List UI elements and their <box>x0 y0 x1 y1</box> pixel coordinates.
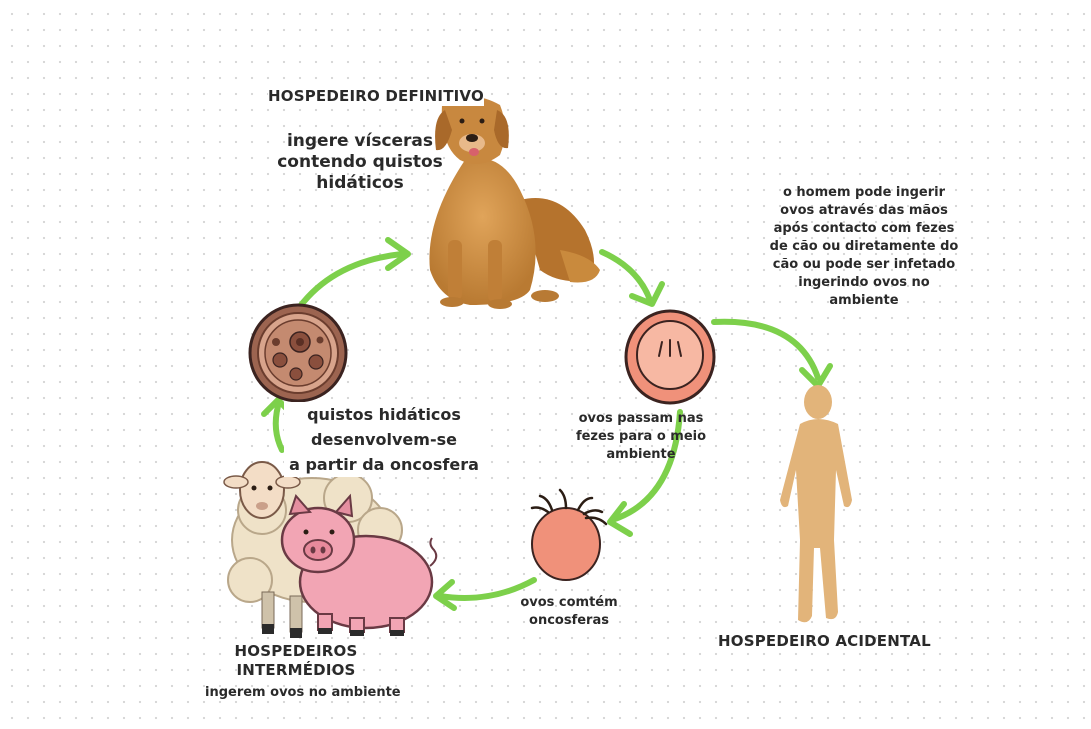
human-note-line-2: ovos através das mãos <box>750 202 978 220</box>
dog-illustration <box>429 97 600 310</box>
arrow-dog-to-egg <box>602 252 650 300</box>
ingest-viscera-line-2: contendo quistos <box>275 152 445 173</box>
oncosphere-egg-icon <box>532 490 606 580</box>
cysts-develop-text: quistos hidáticos desenvolvem-se a parti… <box>284 402 484 477</box>
eggs-feces-line-2: fezes para o meio <box>566 428 716 446</box>
human-note-line-1: o homem pode ingerir <box>750 184 978 202</box>
human-note-line-3: após contacto com fezes <box>750 220 978 238</box>
ingest-viscera-text: ingere vísceras contendo quistos hidátic… <box>275 131 445 194</box>
accidental-host-label: HOSPEDEIRO ACIDENTAL <box>718 632 931 651</box>
cysts-develop-line-2: desenvolvem-se <box>284 427 484 452</box>
eggs-oncospheres-line-1: ovos comtém <box>516 594 622 612</box>
definitive-host-label: HOSPEDEIRO DEFINITIVO <box>268 87 484 106</box>
human-note-line-7: ambiente <box>750 292 978 310</box>
human-note-line-5: cão ou pode ser infetado <box>750 256 978 274</box>
eggs-feces-line-1: ovos passam nas <box>566 410 716 428</box>
arrow-cyst-to-dog <box>296 254 402 312</box>
intermediate-hosts-line-2: INTERMÉDIOS <box>230 661 362 680</box>
egg-in-feces-icon <box>626 311 714 403</box>
eggs-oncospheres-text: ovos comtém oncosferas <box>516 594 622 630</box>
intermediate-note-text: ingerem ovos no ambiente <box>205 684 401 702</box>
ingest-viscera-line-3: hidáticos <box>275 173 445 194</box>
human-note-line-6: ingerindo ovos no <box>750 274 978 292</box>
cysts-develop-line-1: quistos hidáticos <box>284 402 484 427</box>
cysts-develop-line-3: a partir da oncosfera <box>284 452 484 477</box>
human-note-text: o homem pode ingerir ovos através das mã… <box>750 184 978 310</box>
eggs-feces-text: ovos passam nas fezes para o meio ambien… <box>566 410 716 464</box>
ingest-viscera-line-1: ingere vísceras <box>275 131 445 152</box>
eggs-oncospheres-line-2: oncosferas <box>516 612 622 630</box>
human-note-line-4: de cão ou diretamente do <box>750 238 978 256</box>
intermediate-hosts-line-1: HOSPEDEIROS <box>230 642 362 661</box>
eggs-feces-line-3: ambiente <box>566 446 716 464</box>
arrow-hosts-to-cyst <box>276 406 282 450</box>
human-silhouette-icon <box>780 385 852 622</box>
hydatid-cyst-icon <box>250 305 346 401</box>
intermediate-hosts-label: HOSPEDEIROS INTERMÉDIOS <box>230 642 362 680</box>
